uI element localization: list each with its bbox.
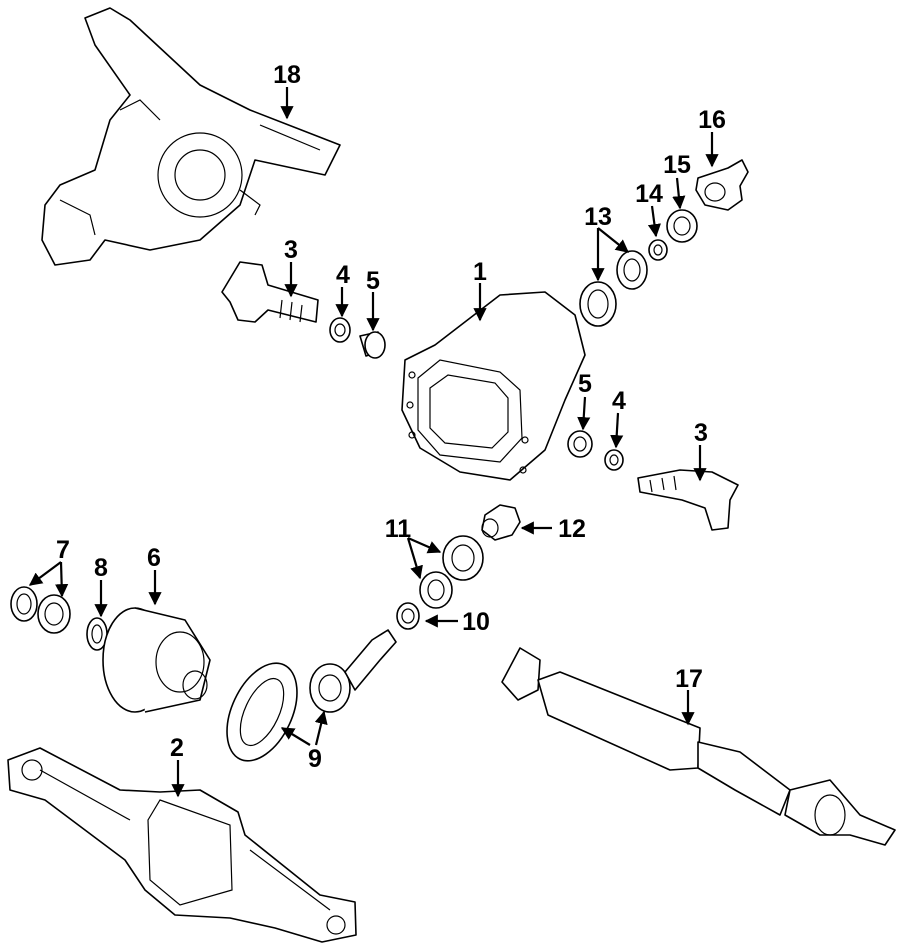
part-11-bearing	[419, 535, 484, 609]
part-1-housing	[401, 291, 586, 481]
callout-13: 13	[584, 203, 612, 231]
part-3-left-yoke	[221, 261, 319, 323]
part-16-flange	[695, 159, 749, 211]
part-5-left-bushing	[359, 331, 386, 359]
part-17-driveshaft	[501, 647, 896, 846]
part-13-bearing	[579, 250, 648, 327]
part-7-bearing	[10, 586, 71, 634]
part-18-axle-assembly	[41, 7, 341, 266]
part-4-left-washer	[329, 317, 351, 343]
callout-8: 8	[94, 554, 108, 582]
callout-5-right: 5	[578, 370, 592, 398]
part-14-washer	[648, 239, 668, 261]
callout-7: 7	[56, 536, 70, 564]
part-15-seal	[666, 209, 698, 243]
callout-6: 6	[147, 544, 161, 572]
callout-1: 1	[473, 258, 487, 286]
callout-9: 9	[308, 745, 322, 773]
leader-lines	[28, 87, 719, 798]
part-12-spacer	[481, 504, 521, 541]
part-2-crossmember	[7, 747, 357, 943]
callouts: 18 3 4 5 1 13 14 15 16 5 4 3 12 11 10 7 …	[56, 61, 726, 773]
callout-4-left: 4	[336, 261, 350, 289]
callout-3-left: 3	[284, 236, 298, 264]
callout-2: 2	[170, 734, 184, 762]
part-4-right-washer	[604, 449, 624, 471]
callout-18: 18	[273, 61, 301, 89]
callout-17: 17	[675, 665, 703, 693]
callout-5-left: 5	[366, 267, 380, 295]
callout-4-right: 4	[612, 387, 626, 415]
part-3-right-yoke	[637, 469, 739, 531]
callout-15: 15	[663, 151, 691, 179]
callout-10: 10	[462, 608, 490, 636]
callout-12: 12	[558, 515, 586, 543]
part-10-shim	[396, 602, 420, 630]
callout-11: 11	[385, 515, 412, 543]
callout-16: 16	[698, 106, 726, 134]
part-9-ring-pinion	[226, 629, 397, 762]
part-6-case	[102, 607, 211, 713]
part-5-right-bushing	[567, 430, 593, 458]
callout-14: 14	[635, 180, 663, 208]
callout-3-right: 3	[694, 419, 708, 447]
